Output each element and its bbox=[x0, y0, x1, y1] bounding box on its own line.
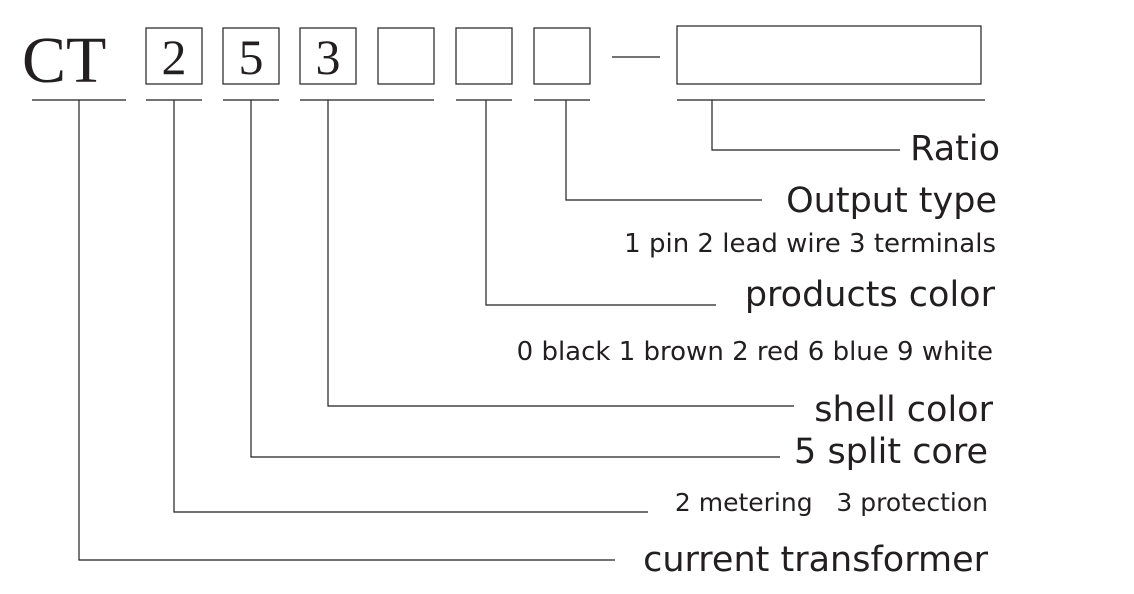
digit-2: 5 bbox=[239, 29, 264, 85]
label-current-transformer: current transformer bbox=[643, 540, 989, 580]
digit-box-2 bbox=[222, 27, 280, 85]
digit-box-3 bbox=[299, 27, 357, 85]
label-ratio: Ratio bbox=[910, 129, 1000, 169]
leader-split-core bbox=[250, 100, 780, 458]
label-output-type-options: 1 pin 2 lead wire 3 terminals bbox=[624, 229, 996, 259]
digit-3: 3 bbox=[316, 29, 341, 85]
digit-box-1 bbox=[145, 27, 203, 85]
digit-1: 2 bbox=[162, 29, 187, 85]
digit-box-5 bbox=[455, 27, 513, 85]
digit-box-4 bbox=[377, 27, 435, 85]
model-prefix: CT bbox=[22, 24, 106, 97]
label-products-color-options: 0 black 1 brown 2 red 6 blue 9 white bbox=[517, 337, 993, 367]
leader-ratio bbox=[711, 100, 900, 151]
leader-class bbox=[173, 100, 648, 513]
label-shell-color: shell color bbox=[814, 390, 993, 430]
label-split-core: 5 split core bbox=[794, 432, 988, 472]
leader-current-transformer bbox=[78, 100, 615, 561]
label-output-type: Output type bbox=[786, 181, 997, 221]
leader-products-color bbox=[485, 100, 716, 306]
ratio-box bbox=[676, 25, 982, 85]
label-class-options: 2 metering 3 protection bbox=[675, 488, 988, 517]
digit-box-6 bbox=[533, 27, 591, 85]
label-products-color: products color bbox=[745, 275, 996, 315]
leader-shell-color bbox=[327, 100, 794, 407]
leader-output-type bbox=[565, 100, 762, 201]
